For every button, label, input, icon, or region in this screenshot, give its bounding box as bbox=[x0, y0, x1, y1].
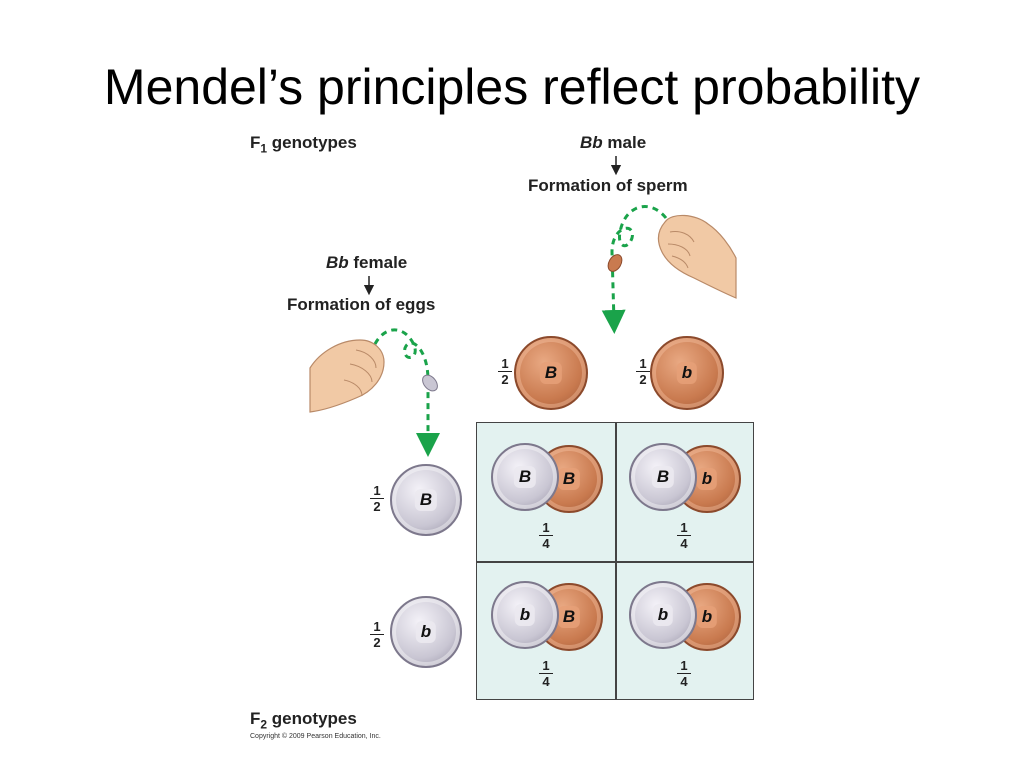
formation-of-eggs-label: Formation of eggs bbox=[287, 295, 436, 314]
sperm-B-penny: B bbox=[514, 336, 588, 410]
hand-icon-right bbox=[657, 214, 737, 299]
tossed-penny bbox=[607, 254, 623, 272]
cell-bb-dime: b bbox=[629, 581, 697, 649]
cell-bB-dime: b bbox=[491, 581, 559, 649]
egg-B-dime: B bbox=[390, 464, 462, 536]
copyright-notice: Copyright © 2009 Pearson Education, Inc. bbox=[250, 733, 381, 740]
sperm-b-penny: b bbox=[650, 336, 724, 410]
bb-male-label: Bb male bbox=[580, 133, 647, 152]
cell-Bb-dime: B bbox=[629, 443, 697, 511]
formation-of-sperm-label: Formation of sperm bbox=[528, 176, 688, 195]
slide-title: Mendel’s principles reflect probability bbox=[103, 59, 921, 115]
cell-BB-dime: B bbox=[491, 443, 559, 511]
tossed-dime bbox=[422, 374, 438, 392]
f1-genotypes-label: F1 genotypes bbox=[250, 133, 357, 156]
sperm-toss-arrow bbox=[601, 205, 668, 334]
bb-female-label: Bb female bbox=[326, 253, 408, 272]
f2-genotypes-label: F2 genotypes bbox=[250, 709, 357, 732]
hand-icon-left bbox=[309, 339, 385, 413]
egg-toss-arrow bbox=[373, 328, 440, 457]
egg-b-dime: b bbox=[390, 596, 462, 668]
grid-divider-horizontal bbox=[477, 561, 753, 563]
